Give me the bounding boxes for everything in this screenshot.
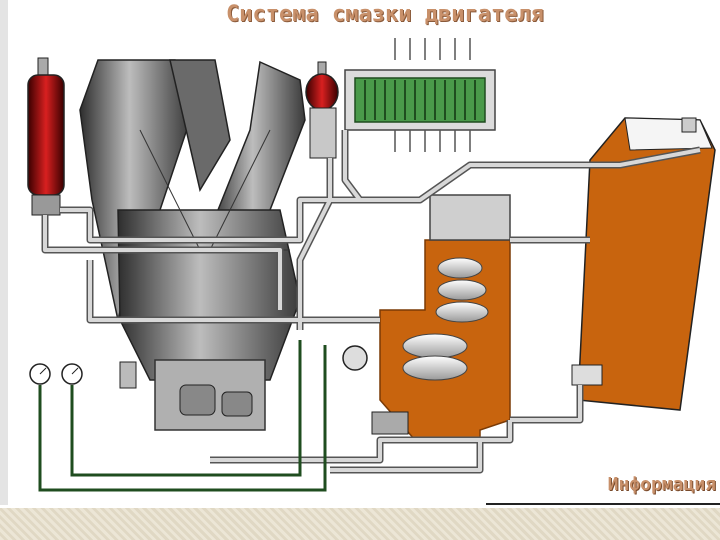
footer-texture [0,508,720,540]
info-link[interactable]: Информация [608,474,716,495]
footer-divider [486,503,720,505]
oil-filter-icon [28,58,64,215]
lubrication-diagram [0,0,720,505]
oil-sump [380,195,510,440]
temperature-gauge-icon [62,364,82,384]
radiator-icon [345,38,495,152]
pressure-gauge-icon [30,364,50,384]
centrifuge-icon [306,62,338,158]
engine-block [80,60,305,430]
